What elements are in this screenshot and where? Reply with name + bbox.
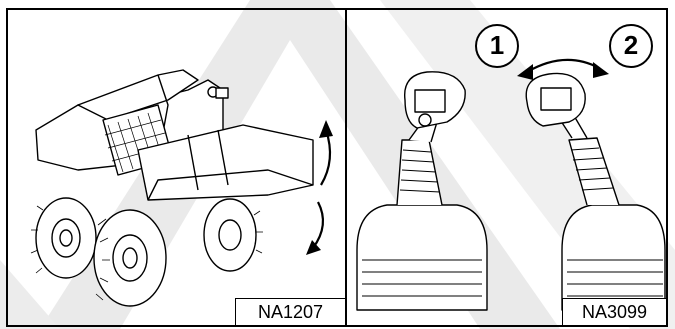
- callout-2: 2: [609, 24, 653, 68]
- figure-label-left: NA1207: [235, 298, 345, 325]
- loader-panel: NA1207: [8, 10, 345, 325]
- skid-steer-illustration: [8, 10, 345, 325]
- callout-1: 1: [475, 24, 519, 68]
- figure-label-right: NA3099: [562, 298, 666, 325]
- joystick-panel: 1 2 NA3099: [347, 10, 666, 325]
